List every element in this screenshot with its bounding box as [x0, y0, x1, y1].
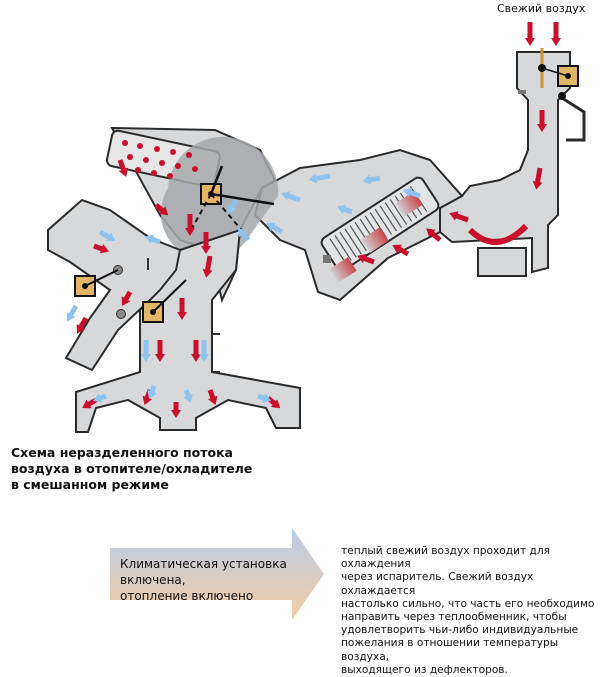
mode-line: отопление включено [120, 589, 254, 603]
description-line: удовлетворить чьи-либо индивидуальные [341, 624, 579, 637]
warm-arrow [191, 340, 201, 362]
cold-air-arrows [66, 173, 421, 404]
cold-arrow [227, 198, 239, 214]
warm-arrow [525, 22, 535, 46]
cold-arrow [362, 174, 381, 185]
cold-arrow [237, 227, 250, 242]
warm-arrow [117, 159, 129, 177]
cold-arrow [308, 173, 331, 184]
warm-arrow [155, 340, 165, 362]
warm-arrow [532, 167, 543, 190]
warming-zones [329, 191, 423, 283]
cold-arrow [141, 340, 151, 362]
heater-dots [122, 140, 198, 179]
warm-arrow [201, 232, 211, 254]
caption-line: в смешанном режиме [11, 477, 169, 492]
mode-line: Климатическая установка [120, 557, 287, 571]
recirculation-arrow [467, 223, 529, 246]
footwell-flap [142, 279, 187, 323]
fresh-air-duct [439, 51, 586, 277]
warm-arrow [121, 290, 133, 306]
warm-arrow [207, 389, 218, 406]
warm-arrow [449, 211, 469, 223]
cold-arrow [183, 389, 193, 404]
warm-arrow [171, 402, 181, 418]
description-text: теплый свежий воздух проходит для охлажд… [341, 545, 603, 677]
warm-arrow [537, 110, 547, 132]
cold-arrow [336, 204, 353, 215]
blend-flap [189, 165, 275, 241]
warm-air-arrows [76, 22, 561, 418]
cold-arrow [144, 234, 161, 245]
cold-arrow [281, 191, 301, 203]
sensor-tab [518, 90, 526, 94]
cold-arrow [257, 393, 272, 403]
cold-arrow [403, 187, 421, 199]
description-line: направить через теплообменник, чтобы [341, 611, 567, 624]
warm-arrow [357, 253, 375, 265]
mode-line: включена, [120, 573, 186, 587]
caption-line: воздуха в отопителе/охладителе [11, 461, 253, 476]
description-line: пожелания в отношении температуры воздух… [341, 637, 559, 663]
description-line: через испаритель. Свежий воздух охлаждае… [341, 571, 534, 597]
warm-arrow [202, 255, 213, 278]
description-line: теплый свежий воздух проходит для охлажд… [341, 545, 550, 571]
drain-box [477, 247, 527, 277]
description-line: настолько сильно, что часть его необходи… [341, 597, 595, 610]
description-line: выходящего из дефлекторов. [341, 663, 508, 676]
defrost-flap [74, 269, 119, 297]
mode-status: Климатическая установка включена, отопле… [120, 556, 287, 604]
cold-arrow [92, 393, 107, 403]
cold-arrow [66, 304, 79, 322]
mode-arrow [110, 528, 324, 620]
side-door [561, 96, 586, 142]
caption-line: Схема неразделенного потока [11, 445, 233, 460]
diagram-caption: Схема неразделенного потока воздуха в от… [11, 445, 281, 493]
evap-fitting [323, 255, 331, 263]
fresh-air-flap [538, 48, 579, 100]
cold-arrow [266, 222, 284, 235]
fresh-air-label: Свежий воздух [497, 2, 586, 15]
pivot-dot [116, 309, 126, 319]
warm-arrow [185, 214, 195, 236]
cold-arrow [98, 229, 116, 242]
warm-arrow [93, 243, 110, 254]
warm-arrow [154, 203, 169, 216]
airflow-diagram [47, 22, 586, 620]
warm-arrow [426, 228, 442, 242]
warm-arrow [76, 316, 89, 334]
cold-arrow [199, 340, 209, 362]
warm-arrow [551, 22, 561, 46]
evaporator-duct [253, 148, 464, 302]
footwell-duct [75, 228, 301, 433]
warm-arrow [392, 244, 410, 257]
warm-arrow [177, 298, 187, 320]
cold-arrow [147, 385, 157, 400]
